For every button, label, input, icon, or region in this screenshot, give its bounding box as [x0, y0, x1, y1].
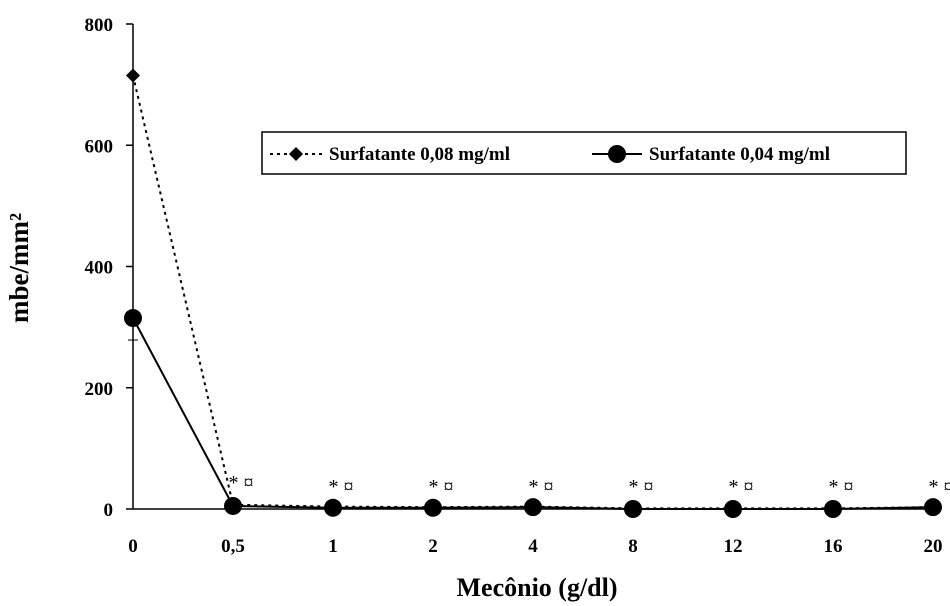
- data-point-circle: [724, 500, 742, 518]
- legend-label-series-2: Surfatante 0,04 mg/ml: [649, 144, 830, 165]
- legend-marker-circle: [608, 145, 626, 163]
- significance-annotation: * ¤: [629, 476, 654, 498]
- significance-annotation: * ¤: [729, 476, 754, 498]
- x-tick-label: 20: [924, 536, 943, 557]
- axes: [132, 24, 936, 510]
- x-tick-label: 1: [328, 536, 338, 557]
- data-point-circle: [224, 496, 242, 515]
- data-point-circle: [624, 500, 642, 518]
- x-tick-label: 0,5: [221, 536, 245, 557]
- y-tick-label: 600: [85, 136, 114, 157]
- legend: Surfatante 0,08 mg/ml Surfatante 0,04 mg…: [261, 131, 907, 175]
- x-tick-label: 16: [824, 536, 843, 557]
- y-tick-label: 200: [85, 379, 114, 400]
- significance-annotation: * ¤: [229, 472, 254, 494]
- x-axis-title: Mecônio (g/dl): [456, 573, 617, 602]
- significance-annotation: * ¤: [429, 476, 454, 498]
- data-point-circle: [824, 500, 842, 518]
- significance-annotation: * ¤: [329, 476, 354, 498]
- legend-label-series-1: Surfatante 0,08 mg/ml: [329, 144, 510, 165]
- x-tick-label: 8: [628, 536, 638, 557]
- data-point-circle: [424, 498, 442, 517]
- significance-annotation: * ¤: [829, 476, 854, 498]
- x-tick-label: 4: [528, 536, 538, 557]
- significance-annotation: * ¤: [529, 476, 554, 498]
- x-tick-label: 0: [128, 536, 138, 557]
- y-tick-label: 800: [85, 15, 114, 36]
- x-tick-label: 2: [428, 536, 438, 557]
- data-point-circle: [924, 498, 942, 517]
- data-point-circle: [324, 498, 342, 517]
- data-point-circle: [524, 498, 542, 517]
- x-tick-label: 12: [724, 536, 743, 557]
- annotations: * ¤ * ¤ * ¤ * ¤ * ¤ * ¤ * ¤ * ¤: [229, 472, 950, 498]
- legend-marker-diamond: [289, 147, 303, 161]
- series-layer: [124, 68, 942, 518]
- y-tick-label: 0: [104, 500, 114, 521]
- y-tick-label: 400: [85, 258, 114, 279]
- y-ticks: 0 200 400 600 800: [85, 15, 133, 521]
- y-axis-title: mbe/mm²: [4, 213, 34, 323]
- legend-box: [261, 131, 907, 175]
- data-point-diamond: [126, 68, 140, 83]
- significance-annotation: * ¤: [929, 476, 950, 498]
